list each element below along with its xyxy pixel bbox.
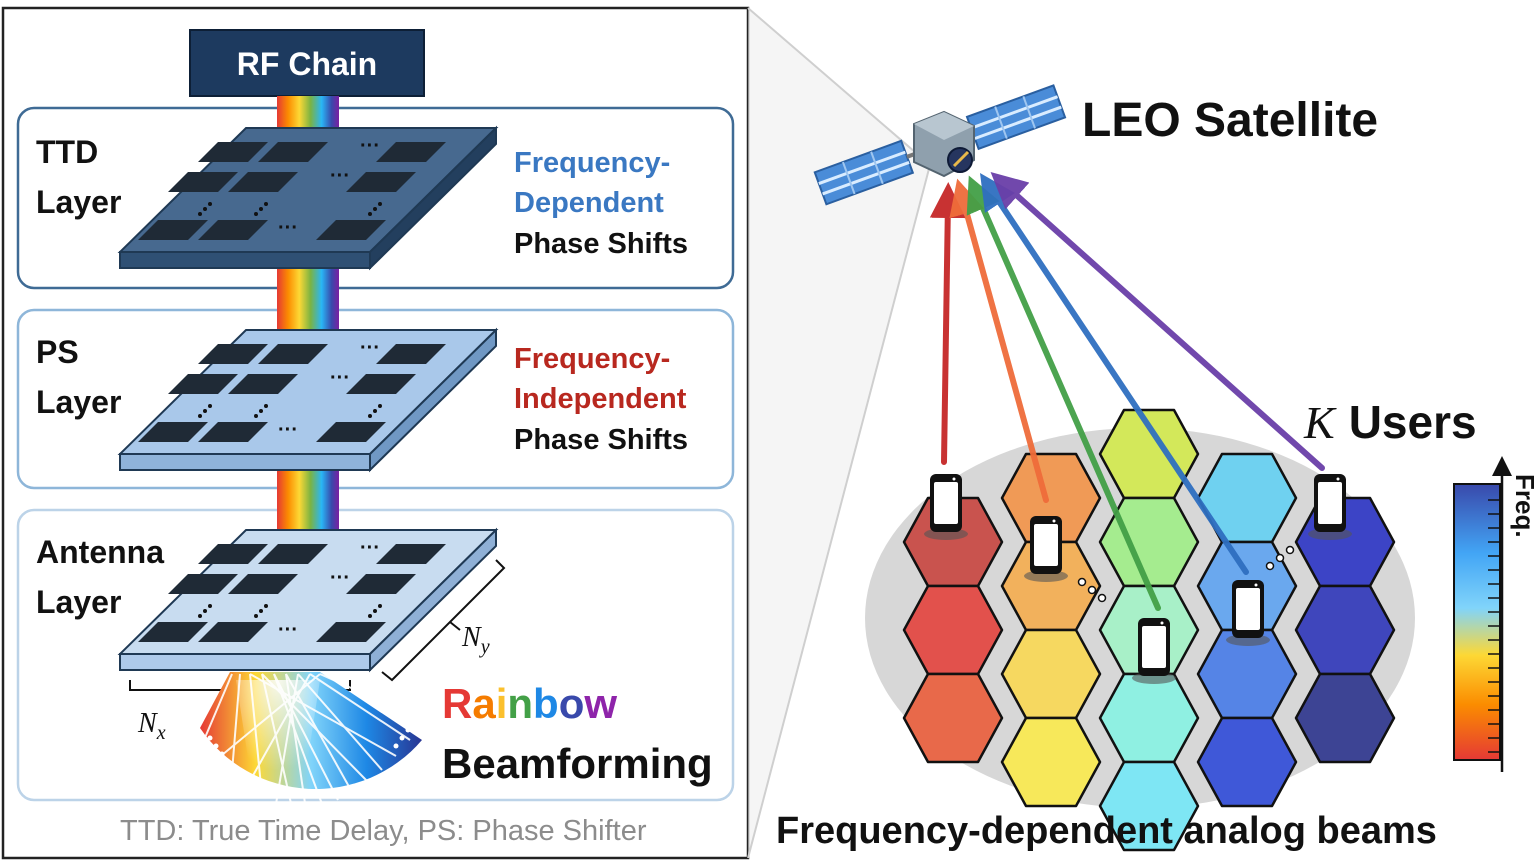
beam-arrow-green bbox=[966, 175, 1161, 611]
hex-cell bbox=[1000, 716, 1102, 808]
ttd-panel bbox=[117, 125, 499, 271]
hex-cell bbox=[1196, 716, 1298, 808]
ellipsis-dot bbox=[368, 212, 372, 216]
ellipsis-dot bbox=[203, 609, 207, 613]
projection-line-top bbox=[747, 7, 931, 166]
user-ellipsis-dot bbox=[1285, 545, 1295, 555]
ellipsis-dot bbox=[203, 207, 207, 211]
ellipsis-dot bbox=[254, 414, 258, 418]
ellipsis: ··· bbox=[330, 367, 350, 389]
rainbow-column-overlay-3 bbox=[277, 468, 339, 536]
ellipsis: ··· bbox=[278, 217, 298, 239]
user-ellipsis-dot bbox=[1097, 593, 1107, 603]
ps-panel bbox=[117, 327, 499, 473]
beam-arrows bbox=[929, 172, 1325, 611]
ellipsis: ··· bbox=[330, 165, 350, 187]
ps-desc-line1: Frequency- bbox=[514, 343, 670, 375]
rainbow-fan bbox=[200, 672, 422, 811]
ellipsis-dot bbox=[198, 614, 202, 618]
ellipsis-dot bbox=[254, 212, 258, 216]
ellipsis-dot bbox=[259, 609, 263, 613]
ellipsis-dot bbox=[378, 202, 382, 206]
ellipsis-dot bbox=[378, 604, 382, 608]
ttd-desc-line1: Frequency- bbox=[514, 147, 670, 179]
user-ellipsis-dot bbox=[1275, 553, 1285, 563]
phone-icon bbox=[1024, 516, 1068, 582]
ttd-desc-line3: Phase Shifts bbox=[514, 228, 688, 260]
phone-icon bbox=[1226, 580, 1270, 646]
ellipsis-dot bbox=[254, 614, 258, 618]
ellipsis-dot bbox=[259, 207, 263, 211]
antenna-layer-title: Antenna bbox=[36, 534, 164, 570]
beam-arrow-purple bbox=[990, 172, 1325, 471]
rf-chain-label: RF Chain bbox=[237, 46, 377, 82]
user-phones bbox=[924, 474, 1352, 684]
beam-arrow-blue bbox=[980, 173, 1249, 575]
ellipsis-dot bbox=[368, 414, 372, 418]
ttd-layer-title: TTD bbox=[36, 134, 98, 170]
antenna-panel bbox=[117, 527, 499, 673]
phone-icon bbox=[924, 474, 968, 540]
ellipsis: ··· bbox=[330, 567, 350, 589]
ellipsis-dot bbox=[203, 409, 207, 413]
ps-layer-title: PS bbox=[36, 334, 79, 370]
ellipsis-dot bbox=[264, 202, 268, 206]
phone-icon bbox=[1308, 474, 1352, 540]
ttd-layer-title: Layer bbox=[36, 184, 121, 220]
footnote: TTD: True Time Delay, PS: Phase Shifter bbox=[120, 815, 647, 847]
beamforming-word: Beamforming bbox=[442, 740, 713, 787]
user-ellipsis-dot bbox=[1077, 577, 1087, 587]
rainbow-word: Rainbow bbox=[442, 680, 617, 727]
rainbow-column-overlay-1 bbox=[277, 96, 339, 130]
beam-arrow-orange bbox=[949, 178, 1049, 503]
ellipsis-dot bbox=[198, 414, 202, 418]
satellite-icon bbox=[813, 84, 1067, 206]
phone-icon bbox=[1132, 618, 1176, 684]
antenna-layer-title: Layer bbox=[36, 584, 121, 620]
hex-cell bbox=[1294, 672, 1396, 764]
projection-cone bbox=[748, 8, 930, 858]
ny-label: Ny bbox=[461, 622, 490, 658]
hex-cell bbox=[902, 672, 1004, 764]
ellipsis: ··· bbox=[360, 537, 380, 559]
ps-desc-line2: Independent bbox=[514, 383, 687, 415]
ellipsis: ··· bbox=[360, 337, 380, 359]
ttd-desc-line2: Dependent bbox=[514, 187, 664, 219]
nx-label: Nx bbox=[137, 708, 166, 744]
ellipsis: ··· bbox=[278, 419, 298, 441]
satellite-label: LEO Satellite bbox=[1082, 94, 1378, 147]
freq-axis-label: Freq. bbox=[1510, 474, 1536, 538]
ellipsis-dot bbox=[264, 404, 268, 408]
user-ellipsis-dot bbox=[1265, 561, 1275, 571]
ellipsis-dot bbox=[373, 609, 377, 613]
hex-cell bbox=[1098, 760, 1200, 852]
hex-grid bbox=[902, 408, 1396, 852]
ellipsis-dot bbox=[378, 404, 382, 408]
figure-caption: Frequency-dependent analog beams bbox=[776, 810, 1437, 852]
ellipsis-dot bbox=[373, 207, 377, 211]
ellipsis-dot bbox=[208, 604, 212, 608]
ellipsis-dot bbox=[208, 202, 212, 206]
user-ellipsis-dot bbox=[1087, 585, 1097, 595]
ellipsis: ··· bbox=[278, 619, 298, 641]
frequency-colorbar bbox=[1453, 456, 1512, 772]
ellipsis-dot bbox=[264, 604, 268, 608]
ellipsis-dot bbox=[208, 404, 212, 408]
beam-arrow-red bbox=[929, 182, 966, 465]
ellipsis: ··· bbox=[360, 135, 380, 157]
ps-layer-title: Layer bbox=[36, 384, 121, 420]
ny-bracket bbox=[381, 559, 506, 682]
ellipsis-dot bbox=[198, 212, 202, 216]
ellipsis-dot bbox=[373, 409, 377, 413]
projection-line-bottom bbox=[747, 164, 931, 859]
rf-chain-box bbox=[189, 29, 425, 97]
ellipsis-dot bbox=[368, 614, 372, 618]
ellipsis-dot bbox=[259, 409, 263, 413]
ps-desc-line3: Phase Shifts bbox=[514, 424, 688, 456]
rainbow-column-overlay-2 bbox=[277, 265, 339, 337]
